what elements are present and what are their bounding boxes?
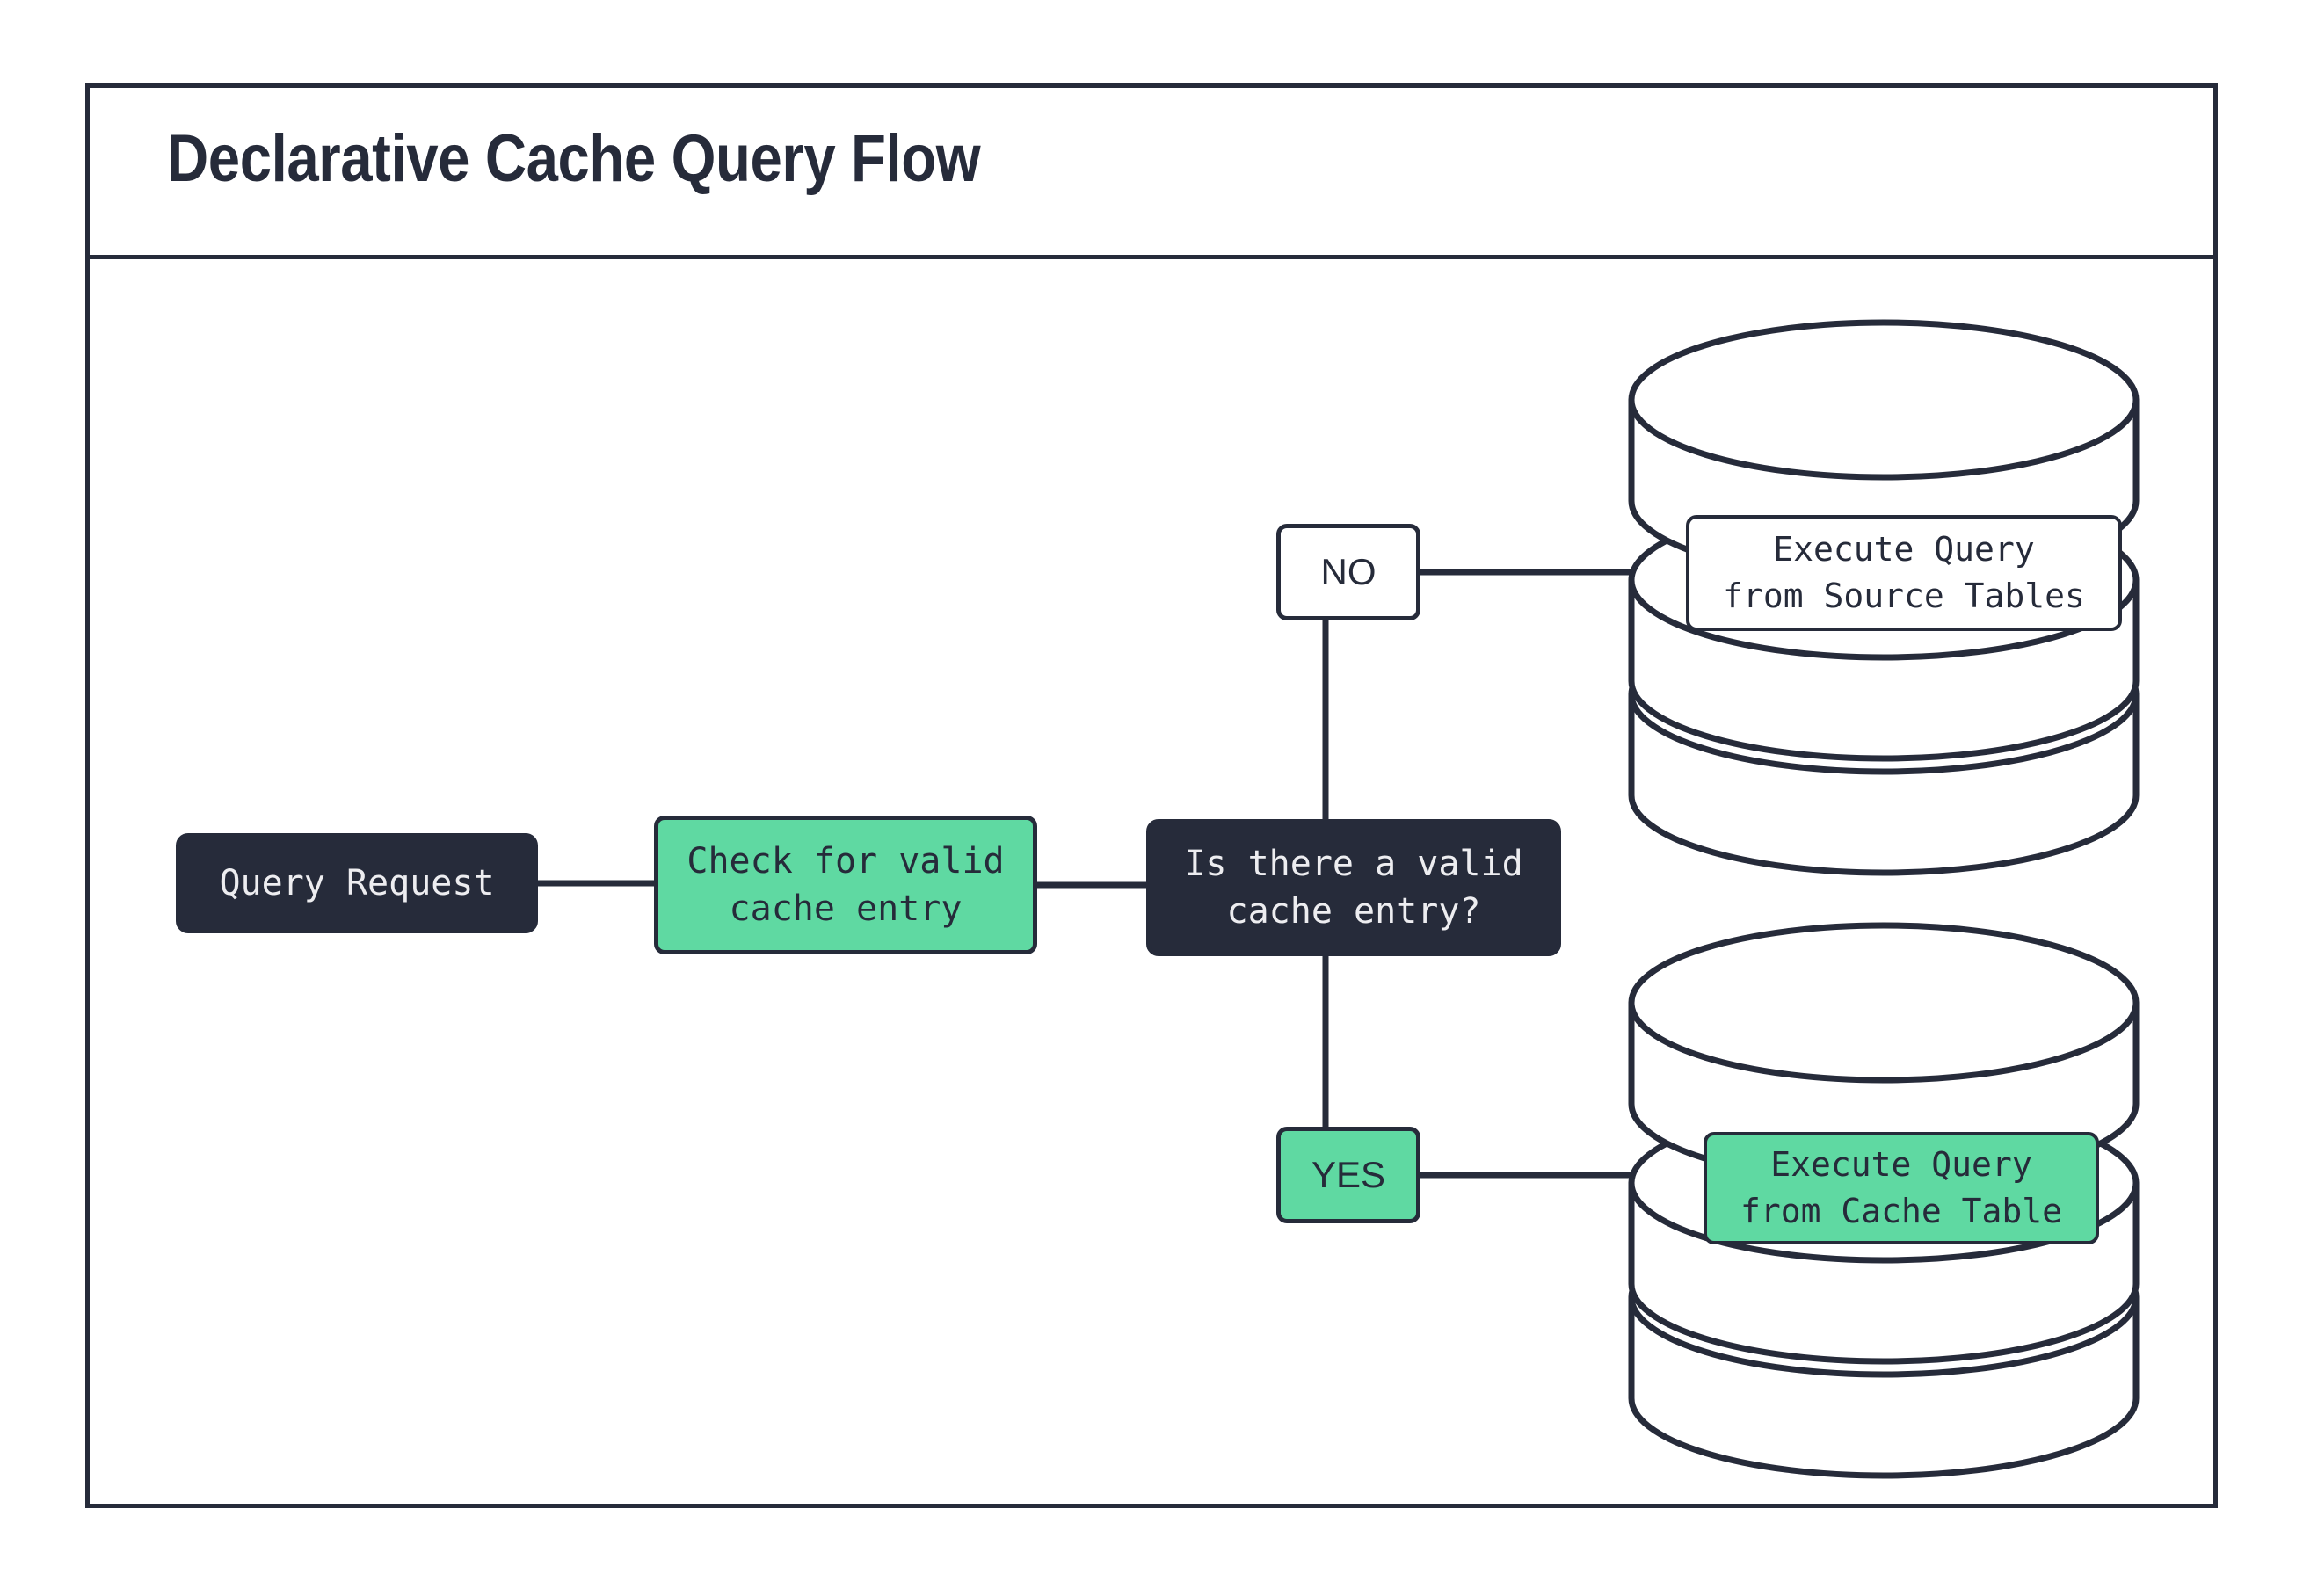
diagram-frame	[85, 83, 2218, 1508]
page-title: Declarative Cache Query Flow	[167, 121, 981, 196]
header-divider	[85, 255, 2218, 259]
node-is-there-a-valid-cache-entry[interactable]: Is there a valid cache entry?	[1146, 819, 1561, 956]
node-query-request[interactable]: Query Request	[176, 833, 538, 933]
edge-label-yes[interactable]: YES	[1276, 1127, 1420, 1223]
node-execute-query-from-source-tables[interactable]: Execute Query from Source Tables	[1686, 515, 2122, 631]
node-check-for-valid-cache-entry[interactable]: Check for valid cache entry	[654, 816, 1037, 954]
edge-label-no[interactable]: NO	[1276, 524, 1420, 620]
node-execute-query-from-cache-table[interactable]: Execute Query from Cache Table	[1704, 1132, 2099, 1244]
